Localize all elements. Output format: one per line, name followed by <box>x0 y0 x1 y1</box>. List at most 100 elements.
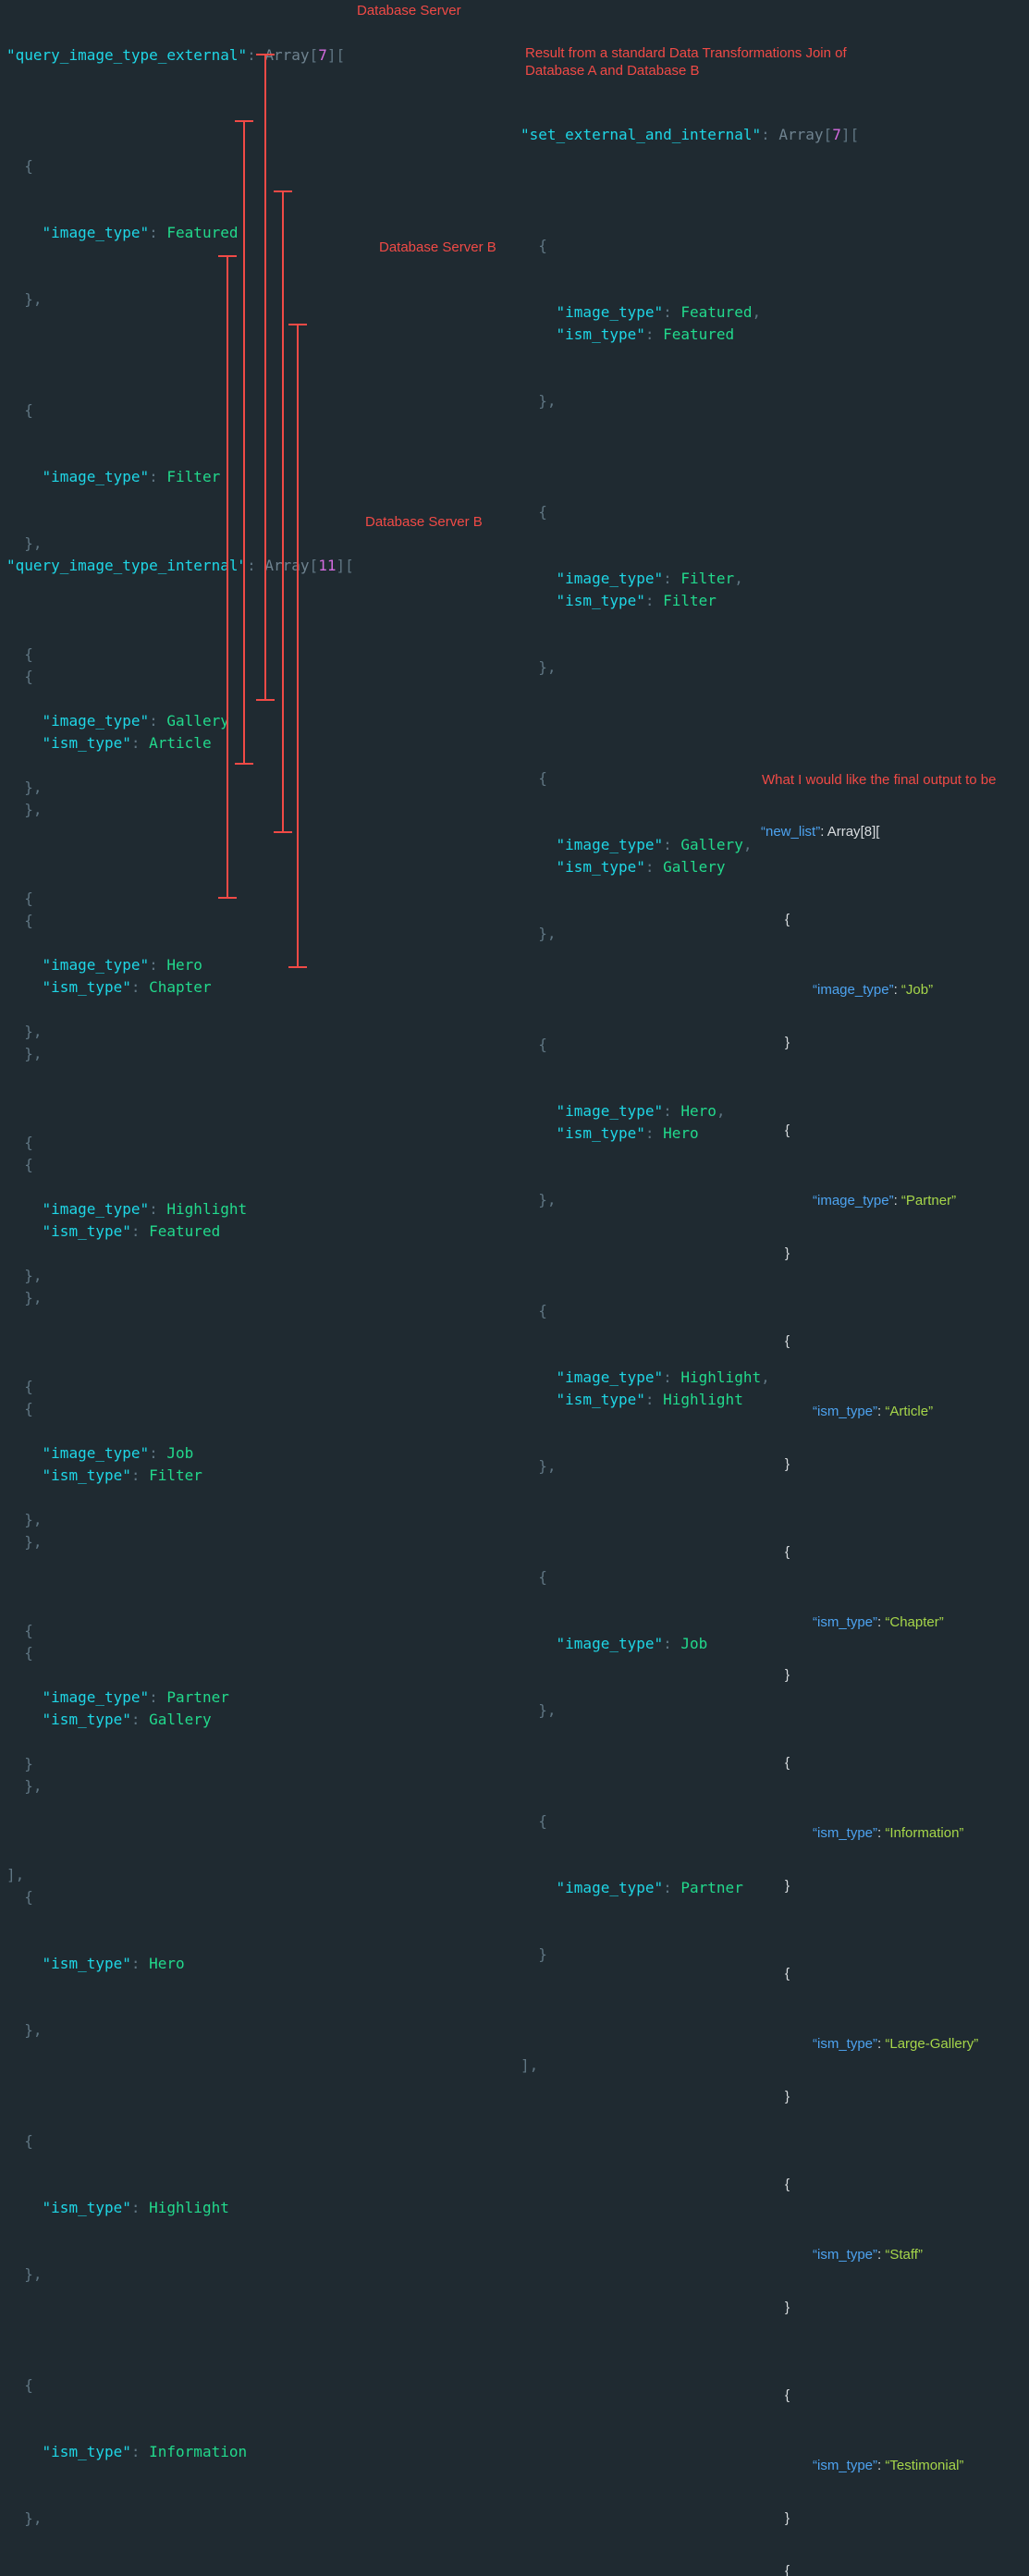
internal-array-name: query_image_type_internal <box>15 557 239 574</box>
open-brace: { <box>521 769 547 787</box>
open-brace: { <box>6 401 33 419</box>
desired-item-field: “ism_type”: “Information” <box>813 1825 964 1841</box>
open-brace: { <box>6 1644 33 1662</box>
desired-item: { “ism_type”: “Large-Gallery” } <box>761 1930 978 2141</box>
open-brace: { <box>6 889 33 907</box>
internal-item: { "ism_type": Chapter }, <box>6 865 354 1110</box>
joined-item: { "image_type": Hero, "ism_type": Hero }… <box>521 989 859 1256</box>
external-item-value: Hero <box>166 956 202 974</box>
connector-line-filter <box>243 121 245 764</box>
close-brace: }, <box>6 2509 43 2527</box>
connector-cap-top <box>274 190 292 192</box>
close-brace: }, <box>6 779 43 796</box>
external-item-field: "image_type": Featured <box>42 224 239 241</box>
close-brace: }, <box>6 1777 43 1795</box>
external-annotation: Database Server <box>357 3 461 18</box>
close-brace: }, <box>6 1023 43 1040</box>
close-brace: }, <box>6 290 43 308</box>
close-brace: }, <box>6 1267 43 1284</box>
close-brace: } <box>785 1667 790 1683</box>
middle-annotation: Database Server B <box>379 239 496 255</box>
internal-item-value: Highlight <box>149 2199 229 2216</box>
external-item-field: "image_type": Gallery <box>42 712 229 730</box>
close-brace: } <box>785 2089 790 2104</box>
desired-item-key: ism_type <box>817 2036 874 2052</box>
desired-item-field: “ism_type”: “Chapter” <box>813 1614 944 1630</box>
external-array-header: "query_image_type_external": Array[7][ <box>6 46 346 64</box>
close-brace: } <box>785 1456 790 1472</box>
external-item-value: Filter <box>166 468 221 485</box>
desired-array-type: Array <box>827 824 861 840</box>
close-brace: }, <box>521 1191 557 1208</box>
connector-cap-bottom <box>218 897 237 899</box>
joined-item-value: Gallery <box>680 836 743 853</box>
open-brace: { <box>785 912 790 927</box>
connector-cap-bottom <box>288 966 307 968</box>
joined-item-value: Highlight <box>680 1368 762 1386</box>
open-brace: { <box>785 2563 790 2576</box>
joined-item-value: Gallery <box>663 858 726 876</box>
internal-item-value: Information <box>149 2443 248 2460</box>
internal-array-header: "query_image_type_internal": Array[11][ <box>6 557 354 574</box>
internal-item: { "ism_type": Filter }, <box>6 1354 354 1598</box>
open-brace: { <box>6 1134 33 1151</box>
external-item-value: Highlight <box>166 1200 248 1218</box>
desired-array-header: “new_list”: Array[8][ <box>761 824 880 840</box>
close-brace: }, <box>6 534 43 552</box>
connector-cap-bottom <box>235 763 253 765</box>
joined-array-header: "set_external_and_internal": Array[7][ <box>521 126 860 143</box>
open-brace: { <box>6 1400 33 1417</box>
open-brace: { <box>6 2132 33 2150</box>
joined-item-value: Featured <box>663 325 735 343</box>
close-brace: }, <box>6 2021 43 2039</box>
joined-item-field: "image_type": Hero, <box>556 1102 726 1120</box>
joined-item: { "image_type": Featured, "ism_type": Fe… <box>521 190 859 457</box>
desired-item-value: Article <box>889 1404 929 1419</box>
desired-item-value: Testimonial <box>889 2458 960 2473</box>
open-brace: { <box>785 1966 790 1981</box>
joined-item-field: "ism_type": Featured <box>556 325 735 343</box>
desired-item-value: Job <box>905 982 929 998</box>
connector-line-hero <box>227 256 228 898</box>
connector-cap-top <box>235 120 253 122</box>
internal-item-value: Hero <box>149 1955 185 1972</box>
internal-item: { "ism_type": Featured }, <box>6 1110 354 1354</box>
joined-item-field: "ism_type": Hero <box>556 1124 699 1142</box>
external-item: { "image_type": Hero }, <box>6 843 345 1087</box>
external-array-count: 7 <box>318 46 327 64</box>
internal-item: { "ism_type": Gallery }, <box>6 1598 354 1842</box>
joined-item-field: "ism_type": Gallery <box>556 858 726 876</box>
joined-item-field: "image_type": Filter, <box>556 570 743 587</box>
internal-item-field: "ism_type": Information <box>42 2443 248 2460</box>
internal-item: { "ism_type": Large-Gallery }, <box>6 2574 354 2576</box>
open-brace: { <box>6 645 33 663</box>
desired-item-key: image_type <box>817 1193 889 1208</box>
desired-item-field: “image_type”: “Job” <box>813 982 934 998</box>
internal-array-type: Array <box>264 557 310 574</box>
joined-item-field: "image_type": Gallery, <box>556 836 753 853</box>
close-brace: } <box>785 1245 790 1261</box>
close-brace: }, <box>6 1289 43 1306</box>
desired-item-field: “ism_type”: “Large-Gallery” <box>813 2036 979 2052</box>
joined-item-value: Filter <box>680 570 735 587</box>
desired-item: { “ism_type”: “Staff” } <box>761 2141 978 2351</box>
desired-item-value: Information <box>889 1825 960 1841</box>
desired-item-key: ism_type <box>817 1825 874 1841</box>
joined-item-value: Highlight <box>663 1391 743 1408</box>
desired-array-name: new_list <box>766 824 816 840</box>
close-brace: }, <box>521 658 557 676</box>
open-brace: { <box>785 1755 790 1771</box>
joined-item-value: Hero <box>663 1124 699 1142</box>
external-item-field: "image_type": Highlight <box>42 1200 248 1218</box>
connector-cap-top <box>218 255 237 257</box>
joined-array-type: Array <box>778 126 824 143</box>
close-brace: }, <box>6 801 43 818</box>
close-brace: }, <box>521 392 557 410</box>
open-brace: { <box>6 157 33 175</box>
joined-item-value: Featured <box>680 303 753 321</box>
internal-item: { "ism_type": Hero }, <box>6 1842 354 2086</box>
internal-item: { "ism_type": Information }, <box>6 2330 354 2574</box>
desired-item: { “image_type”: “Job” } <box>761 876 978 1086</box>
open-brace: { <box>785 1544 790 1560</box>
desired-item: { “ism_type”: “Article” } <box>761 1297 978 1508</box>
